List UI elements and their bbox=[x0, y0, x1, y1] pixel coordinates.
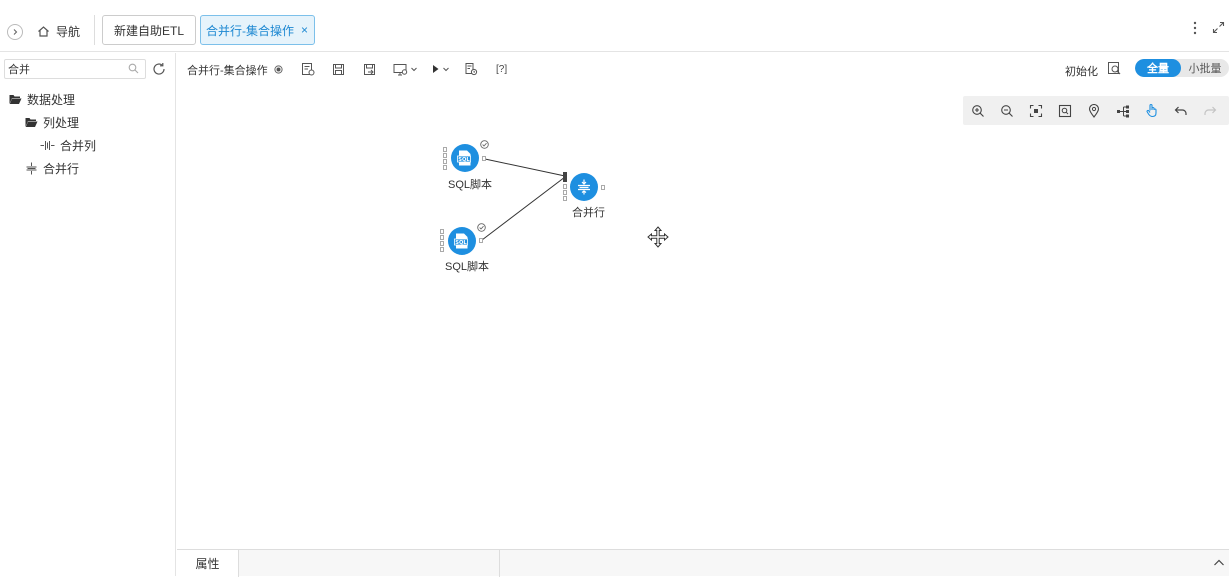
tree-item-column-processing[interactable]: 列处理 bbox=[25, 113, 79, 131]
tree-item-label: 数据处理 bbox=[27, 92, 76, 107]
home-icon bbox=[38, 25, 49, 37]
fit-view-icon[interactable] bbox=[1027, 102, 1045, 120]
output-port[interactable] bbox=[601, 185, 605, 190]
status-success-icon bbox=[477, 223, 486, 232]
canvas-toolbar bbox=[963, 96, 1229, 125]
init-inspect-icon[interactable] bbox=[1107, 61, 1122, 76]
flow-toolbar: 合并行-集合操作 [?] 初始化 全量 小批量 bbox=[177, 53, 1229, 83]
tree-item-data-processing[interactable]: 数据处理 bbox=[9, 90, 75, 108]
chevron-down-icon bbox=[411, 67, 417, 72]
component-sidebar: 数据处理 列处理 合并列 合并行 bbox=[0, 53, 176, 576]
tab-merge-rows[interactable]: 合并行-集合操作 × bbox=[200, 15, 316, 45]
refresh-icon[interactable] bbox=[152, 62, 166, 76]
merge-rows-icon bbox=[570, 173, 598, 201]
tree-item-label: 合并行 bbox=[43, 161, 80, 176]
monitor-icon bbox=[393, 63, 408, 75]
node-sql-script-2[interactable]: SQL SQL脚本 bbox=[440, 221, 500, 273]
more-menu-icon[interactable] bbox=[1192, 21, 1198, 35]
sql-script-icon: SQL bbox=[451, 144, 479, 172]
input-port[interactable] bbox=[443, 165, 447, 170]
hand-pan-icon[interactable] bbox=[1143, 102, 1161, 120]
merge-columns-icon bbox=[40, 140, 55, 150]
divider bbox=[94, 15, 95, 45]
input-port[interactable] bbox=[440, 229, 444, 234]
input-port[interactable] bbox=[563, 196, 567, 201]
properties-icon[interactable] bbox=[301, 61, 315, 77]
top-bar: 导航 新建自助ETL 合并行-集合操作 × bbox=[0, 0, 1229, 52]
run-dropdown[interactable] bbox=[431, 61, 450, 77]
chevron-up-icon[interactable] bbox=[1213, 557, 1225, 569]
sql-script-icon: SQL bbox=[448, 227, 476, 255]
locate-icon[interactable] bbox=[1085, 102, 1103, 120]
node-label: SQL脚本 bbox=[448, 179, 493, 191]
preview-dropdown[interactable] bbox=[393, 61, 418, 77]
chevron-right-icon bbox=[13, 29, 18, 35]
help-button[interactable]: [?] bbox=[496, 63, 508, 75]
tree-item-label: 合并列 bbox=[60, 138, 97, 153]
tab-label: 属性 bbox=[195, 557, 220, 571]
tree-item-merge-columns[interactable]: 合并列 bbox=[40, 136, 96, 154]
schedule-icon[interactable] bbox=[464, 61, 478, 77]
node-sql-script-1[interactable]: SQL SQL脚本 bbox=[443, 139, 503, 191]
zoom-in-icon[interactable] bbox=[969, 102, 987, 120]
close-tab-icon[interactable]: × bbox=[301, 23, 309, 37]
flow-link[interactable] bbox=[484, 158, 566, 177]
mode-full-option[interactable]: 全量 bbox=[1135, 59, 1181, 77]
redo-icon[interactable] bbox=[1201, 102, 1219, 120]
tab-label: 新建自助ETL bbox=[114, 23, 185, 38]
tree-item-label: 列处理 bbox=[43, 115, 80, 130]
output-port[interactable] bbox=[482, 156, 486, 161]
mode-batch-option[interactable]: 小批量 bbox=[1188, 63, 1222, 75]
fullscreen-icon[interactable] bbox=[1212, 21, 1225, 34]
divider bbox=[499, 550, 500, 577]
svg-text:SQL: SQL bbox=[458, 157, 470, 163]
tree-item-merge-rows[interactable]: 合并行 bbox=[25, 159, 79, 177]
nav-button[interactable]: 导航 bbox=[37, 21, 80, 41]
node-merge-rows[interactable]: 合并行 bbox=[561, 172, 621, 219]
flow-links bbox=[481, 158, 567, 241]
input-port[interactable] bbox=[440, 241, 444, 246]
save-icon[interactable] bbox=[332, 61, 345, 77]
flow-link[interactable] bbox=[481, 176, 566, 241]
search-box bbox=[4, 59, 146, 79]
play-icon bbox=[433, 65, 439, 73]
auto-layout-icon[interactable] bbox=[1114, 102, 1132, 120]
expand-sidebar-button[interactable] bbox=[7, 24, 23, 40]
svg-text:SQL: SQL bbox=[455, 240, 467, 246]
search-icon[interactable] bbox=[128, 63, 139, 74]
nav-label: 导航 bbox=[56, 24, 81, 39]
merge-rows-icon bbox=[26, 162, 37, 174]
link-endpoint bbox=[563, 172, 567, 182]
zoom-out-icon[interactable] bbox=[998, 102, 1016, 120]
input-port[interactable] bbox=[443, 153, 447, 158]
input-port[interactable] bbox=[443, 159, 447, 164]
tab-properties[interactable]: 属性 bbox=[177, 550, 239, 577]
node-label: 合并行 bbox=[572, 207, 605, 219]
search-input[interactable] bbox=[8, 61, 123, 77]
output-port[interactable] bbox=[479, 238, 483, 243]
bottom-panel-bar: 属性 bbox=[177, 549, 1229, 577]
tab-new-etl[interactable]: 新建自助ETL bbox=[102, 15, 197, 45]
move-cursor-icon bbox=[647, 226, 669, 248]
folder-open-icon bbox=[25, 117, 38, 127]
input-port[interactable] bbox=[440, 235, 444, 240]
init-label: 初始化 bbox=[1065, 66, 1098, 78]
chevron-down-icon bbox=[443, 67, 449, 72]
flow-title: 合并行-集合操作 bbox=[187, 65, 268, 77]
input-port[interactable] bbox=[563, 184, 567, 189]
actual-size-icon[interactable] bbox=[1056, 102, 1074, 120]
status-dot-icon bbox=[274, 65, 283, 74]
mode-toggle[interactable]: 全量 小批量 bbox=[1135, 59, 1229, 77]
input-port[interactable] bbox=[440, 247, 444, 252]
tab-label: 合并行-集合操作 bbox=[206, 23, 294, 38]
undo-icon[interactable] bbox=[1172, 102, 1190, 120]
input-port[interactable] bbox=[563, 190, 567, 195]
folder-open-icon bbox=[9, 94, 22, 104]
flow-canvas[interactable]: SQL SQL脚本 SQL SQL脚本 合并行 bbox=[177, 84, 1229, 549]
status-success-icon bbox=[480, 140, 489, 149]
input-port[interactable] bbox=[443, 147, 447, 152]
save-as-icon[interactable] bbox=[363, 61, 376, 77]
node-label: SQL脚本 bbox=[445, 261, 490, 273]
